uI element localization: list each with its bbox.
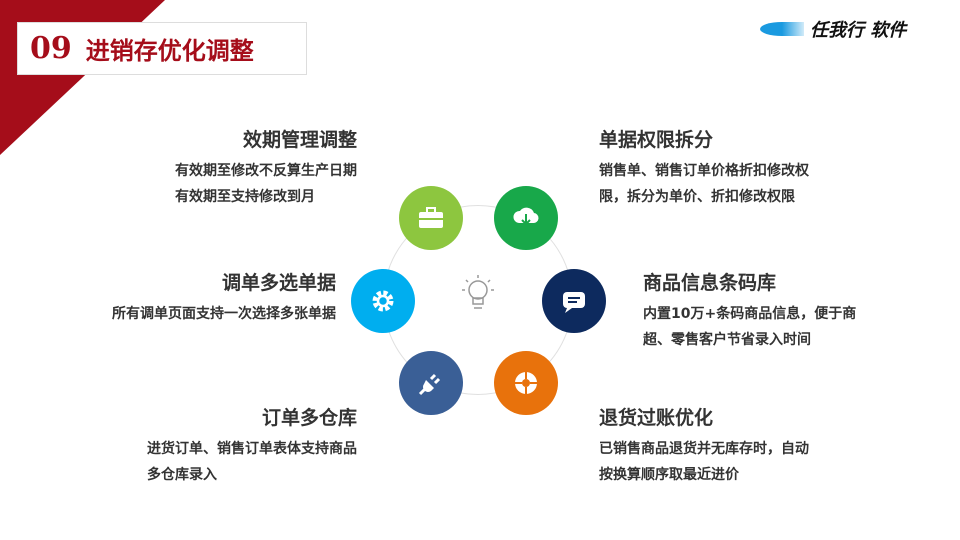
plug-icon [399,351,463,415]
feature-multi-warehouse: 订单多仓库 进货订单、销售订单表体支持商品 多仓库录入 [147,403,357,488]
feature-title: 调单多选单据 [221,272,336,294]
feature-line: 已销售商品退货并无库存时，自动 [599,441,809,457]
feature-return: 退货过账优化 已销售商品退货并无库存时，自动 按换算顺序取最近进价 [599,403,809,488]
section-number: 09 [30,31,72,66]
feature-line: 按换算顺序取最近进价 [599,467,739,483]
gear-icon [351,269,415,333]
logo: 任我行 软件 [760,16,906,42]
chat-icon [542,269,606,333]
feature-line: 内置10万+条码商品信息，便于商 [643,306,857,322]
feature-barcode: 商品信息条码库 内置10万+条码商品信息，便于商 超、零售客户节省录入时间 [643,268,856,353]
feature-expiry: 效期管理调整 有效期至修改不反算生产日期 有效期至支持修改到月 [175,125,357,210]
feature-title: 单据权限拆分 [599,129,714,151]
feature-line: 限，拆分为单价、折扣修改权限 [599,189,795,205]
feature-title: 订单多仓库 [261,407,357,429]
feature-line: 多仓库录入 [147,467,217,483]
feature-line: 有效期至修改不反算生产日期 [175,163,357,179]
feature-line: 销售单、销售订单价格折扣修改权 [599,163,809,179]
feature-title: 商品信息条码库 [643,272,777,294]
feature-multi-select: 调单多选单据 所有调单页面支持一次选择多张单据 [112,268,336,327]
feature-line: 有效期至支持修改到月 [175,189,315,205]
feature-permission: 单据权限拆分 销售单、销售订单价格折扣修改权 限，拆分为单价、折扣修改权限 [599,125,809,210]
aperture-icon [494,351,558,415]
feature-title: 退货过账优化 [599,407,714,429]
cloud-download-icon [494,186,558,250]
feature-line: 进货订单、销售订单表体支持商品 [147,441,357,457]
feature-line: 超、零售客户节省录入时间 [643,332,811,348]
title-box: 09 进销存优化调整 [17,22,307,75]
feature-title: 效期管理调整 [242,129,357,151]
logo-swoosh-icon [760,22,804,36]
toolbox-icon [399,186,463,250]
logo-text: 任我行 软件 [810,20,907,41]
page-title: 进销存优化调整 [85,37,254,65]
feature-line: 所有调单页面支持一次选择多张单据 [112,306,336,322]
lightbulb-icon [462,275,494,309]
